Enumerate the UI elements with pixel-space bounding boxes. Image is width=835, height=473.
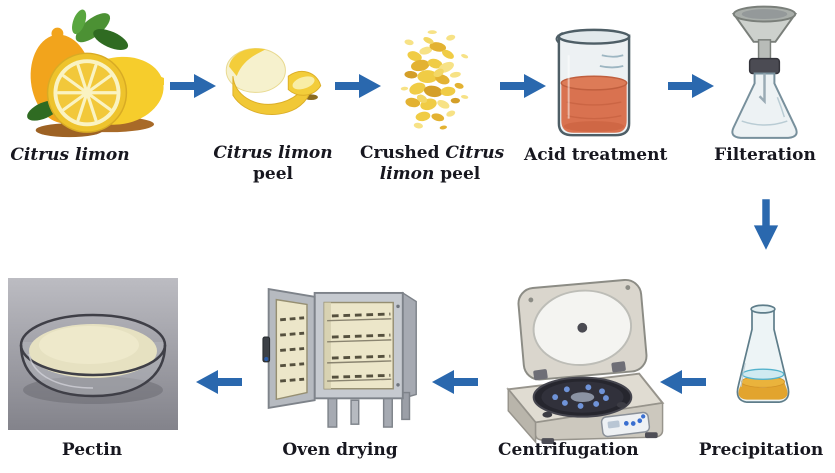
filtration-label: Filteration [714,145,816,165]
crushed-peel-label: Crushed Citrus limon peel [360,143,505,185]
pectin-dish-image [8,278,178,430]
citrus-limon-image [8,6,164,144]
centrifugation-label: Centrifugation [498,440,639,460]
acid-treatment-label: Acid treatment [524,145,668,165]
centrifuge-image [496,276,668,444]
citrus-limon-label: Citrus limon [10,145,130,165]
pectin-label: Pectin [61,440,123,460]
oven-image [261,286,421,434]
arrow-down-icon [752,197,780,252]
arrow-right-icon [666,72,716,100]
oven-drying-label: Oven drying [282,440,398,460]
arrow-right-icon [168,72,218,100]
acid-treatment-beaker-image [547,26,641,143]
arrow-left-icon [430,368,480,396]
filtration-flask-image [712,2,817,147]
precipitation-label: Precipitation [698,440,824,460]
precipitation-flask-image [730,300,796,418]
arrow-left-icon [658,368,708,396]
citrus-limon-peel-label: Citrus limon peel [213,143,333,185]
arrow-right-icon [333,72,383,100]
crushed-peel-image [385,15,485,140]
lemon-peel-image [216,38,330,122]
arrow-left-icon [194,368,244,396]
arrow-right-icon [498,72,548,100]
